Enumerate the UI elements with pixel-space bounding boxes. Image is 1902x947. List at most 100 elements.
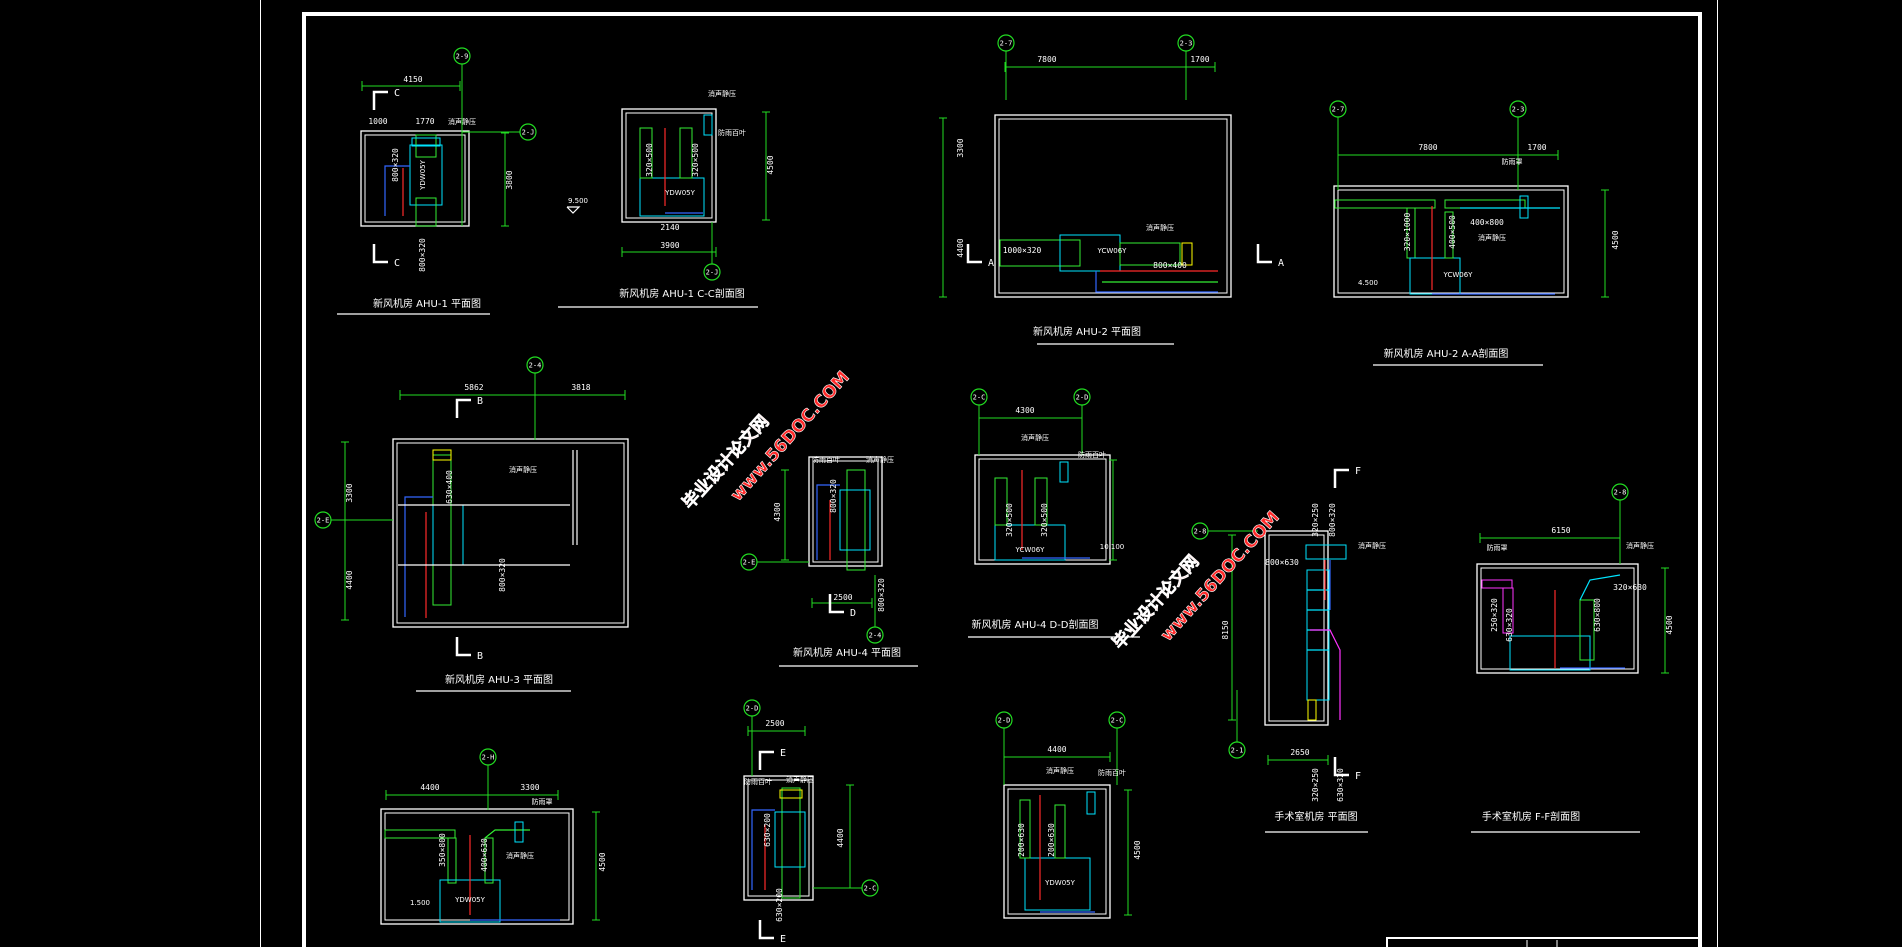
section-marker-label: F <box>1355 771 1361 782</box>
dimension-value: 800×320 <box>418 238 427 272</box>
section-cut-marker <box>372 90 388 110</box>
dimension-value: 4150 <box>403 75 422 84</box>
section-cut-marker <box>1333 468 1349 488</box>
annotation-label: 防雨罩 <box>1502 157 1523 166</box>
view-title: 新风机房 AHU-4 D-D剖面图 <box>971 618 1098 631</box>
annotation-label: 消声静压 <box>1358 541 1386 550</box>
dimension-value: 800×400 <box>1153 261 1187 270</box>
section-marker-label: C <box>394 258 400 269</box>
room-inner-wall <box>1480 567 1635 670</box>
annotation-label: 10.100 <box>1100 543 1125 551</box>
room-outer-wall <box>1264 530 1329 726</box>
view-title: 新风机房 AHU-1 平面图 <box>373 297 481 310</box>
room-inner-wall <box>1337 189 1565 294</box>
dimension-value: 630×200 <box>775 888 784 922</box>
grid-bubble-label: 2-7 <box>1332 106 1345 114</box>
dimension-value: 320×250 <box>1311 768 1320 802</box>
title-block <box>1386 937 1700 947</box>
dimension-value: 5862 <box>464 383 483 392</box>
equipment-outline <box>1059 461 1069 483</box>
dimension-value: 4400 <box>956 238 965 257</box>
dimension-value: 350×800 <box>438 833 447 867</box>
section-marker-label: A <box>988 258 994 269</box>
section-marker-label: A <box>1278 258 1284 269</box>
dimension-value: 800×320 <box>498 558 507 592</box>
grid-bubble <box>866 626 884 644</box>
dimension-value: 3300 <box>956 138 965 157</box>
grid-bubble <box>703 263 721 281</box>
dimension-value: 200×630 <box>1017 823 1026 857</box>
dimension-value: 800×320 <box>391 148 400 182</box>
section-marker-label: B <box>477 396 483 407</box>
annotation-label: 消声静压 <box>1626 541 1654 550</box>
grid-bubble <box>1073 388 1091 406</box>
view-title: 新风机房 AHU-2 A-A剖面图 <box>1384 347 1509 360</box>
section-marker-label: F <box>1355 466 1361 477</box>
dimension-value: 630×320 <box>1505 608 1514 642</box>
dimension-value: 4500 <box>766 155 775 174</box>
dimension-value: 320×1000 <box>1403 213 1412 252</box>
grid-bubble-label: 2-C <box>864 885 877 893</box>
dimension-value: 320×500 <box>645 143 654 177</box>
view-11[interactable]: 2-D2-CEE25004400630×200630×200防雨百叶消声静压 <box>743 699 879 945</box>
room-inner-wall <box>812 460 879 563</box>
annotation-label: YDW05Y <box>454 896 485 904</box>
view-6[interactable]: 2-E2-4D43002500800×320800×320防雨百叶消声静压新风机… <box>740 455 918 667</box>
equipment-outline <box>1034 477 1048 526</box>
annotation-label: 防雨罩 <box>1487 543 1508 552</box>
pipe-polyline <box>1310 629 1341 720</box>
dimension-value: 4500 <box>598 852 607 871</box>
dimension-value: 800×320 <box>1328 503 1337 537</box>
dimension-value: 800×630 <box>1265 558 1299 567</box>
equipment-outline <box>1019 799 1031 859</box>
room-outer-wall <box>380 808 574 925</box>
annotation-label: 4.500 <box>1358 279 1378 287</box>
grid-bubble <box>1228 741 1246 759</box>
grid-bubble <box>1191 522 1209 540</box>
equipment-outline <box>1502 587 1514 634</box>
pipe-polyline <box>404 496 433 617</box>
dimension-value: 1700 <box>1190 55 1209 64</box>
equipment-outline <box>432 449 452 461</box>
grid-bubble-label: 2-D <box>998 717 1011 725</box>
dimension-value: 630×400 <box>445 470 454 504</box>
drawing-frame-border <box>302 12 1702 947</box>
section-cut-marker <box>758 920 774 940</box>
view-title: 新风机房 AHU-4 平面图 <box>793 646 901 659</box>
grid-bubble-label: 2-3 <box>1180 40 1193 48</box>
dimension-value: 250×320 <box>1490 598 1499 632</box>
dimension-value: 3900 <box>660 241 679 250</box>
section-cut-marker <box>455 398 471 418</box>
view-title: 新风机房 AHU-3 平面图 <box>445 673 553 686</box>
dimension-value: 7800 <box>1418 143 1437 152</box>
grid-bubble-label: 2-E <box>743 559 756 567</box>
dimension-value: 630×800 <box>1593 598 1602 632</box>
room-outer-wall <box>621 108 717 223</box>
equipment-outline <box>1481 579 1513 589</box>
grid-bubble <box>1108 711 1126 729</box>
equipment-outline <box>415 197 437 227</box>
pipe-polyline <box>384 165 410 216</box>
room-outer-wall <box>392 438 629 628</box>
dimension-value: 3300 <box>345 483 354 502</box>
grid-bubble <box>453 47 471 65</box>
grid-bubble <box>861 879 879 897</box>
equipment-outline <box>1334 199 1436 209</box>
dimension-value: 4300 <box>1015 406 1034 415</box>
annotation-label: YCW06Y <box>1097 247 1128 255</box>
annotation-label: 消声静压 <box>866 455 894 464</box>
grid-bubble-label: 2-4 <box>869 632 882 640</box>
annotation-label: 消声静压 <box>509 465 537 474</box>
grid-bubble-label: 2-3 <box>1512 106 1525 114</box>
